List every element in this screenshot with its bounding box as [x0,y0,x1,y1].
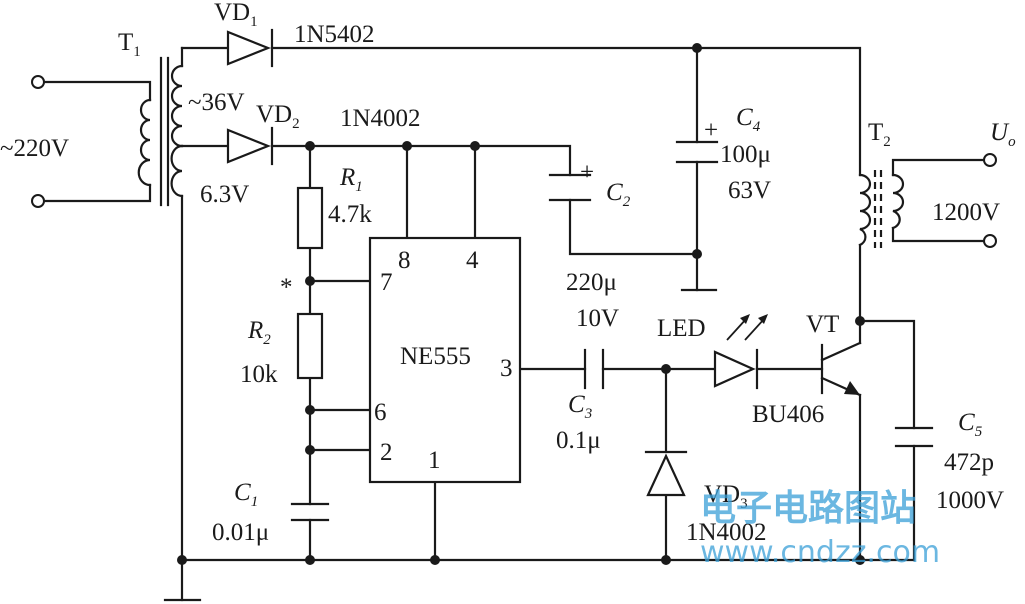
capacitor-c2 [548,173,592,202]
t2-label: T2 [868,119,891,150]
vd2-label: VD2 [256,101,300,132]
vt-part: BU406 [752,401,824,428]
resistor-r1 [296,186,324,250]
pin-7: 7 [380,269,393,296]
diode-vd3 [644,450,688,497]
c4-label: C4 [736,104,761,135]
c2-plus: + [580,159,594,186]
resistor-r2 [296,312,324,380]
vd3-label: VD3 [704,481,748,512]
led [713,314,768,390]
r2-label: R2 [247,317,271,348]
vd1-label: VD1 [214,0,258,30]
capacitor-c1 [290,502,330,522]
c5-voltage: 1000V [936,487,1004,514]
sec36-label: ~36V [188,89,245,116]
wires [36,46,992,602]
r1-label: R1 [339,164,363,195]
r1-value: 4.7k [328,201,372,228]
watermark-cn: 电子电路图站 [700,488,916,529]
ic-name: NE555 [400,343,471,370]
ic-ne555 [368,236,522,484]
vd1-part: 1N5402 [294,21,375,48]
c3-value: 0.1μ [556,427,601,454]
c4-value: 100μ [720,141,771,168]
star-mark: * [280,274,293,301]
watermark-url: www.cndzz.com [700,535,940,570]
pin-6: 6 [374,399,387,426]
c2-value: 220μ [566,269,617,296]
transformer-t2 [858,170,905,248]
junction-dots [177,43,865,565]
capacitor-c4 [675,140,719,164]
capacitor-c5 [894,426,934,448]
labels: T1 VD1 1N5402 ~220V ~36V VD2 1N4002 6.3V… [0,0,1016,546]
vd2-part: 1N4002 [340,105,421,132]
pin-2: 2 [380,439,393,466]
led-label: LED [657,315,706,342]
c2-label: C2 [606,179,631,210]
c5-label: C5 [958,409,983,440]
diode-vd2 [226,126,274,166]
terminals [31,75,997,248]
c1-label: C1 [234,479,258,510]
c1-value: 0.01μ [212,519,269,546]
pin-1: 1 [428,447,441,474]
capacitor-c3 [583,348,605,390]
transformer-t1 [137,56,184,207]
r2-value: 10k [240,361,278,388]
vd3-part: 1N4002 [686,519,767,546]
pin-3: 3 [500,355,513,382]
input-voltage: ~220V [0,135,69,162]
pin-4: 4 [466,247,479,274]
watermark: 电子电路图站 www.cndzz.com [700,488,940,570]
output-label: Uo [990,119,1016,150]
c4-plus: + [704,117,718,144]
c4-voltage: 63V [728,177,771,204]
c3-label: C3 [568,391,592,422]
sec63-label: 6.3V [200,181,249,208]
diode-vd1 [226,28,274,68]
output-voltage: 1200V [932,199,1000,226]
c5-value: 472p [944,449,994,476]
transistor-vt [820,341,862,397]
vt-label: VT [806,311,839,338]
t1-label: T1 [118,29,141,60]
pin-8: 8 [398,247,411,274]
c2-voltage: 10V [576,305,619,332]
